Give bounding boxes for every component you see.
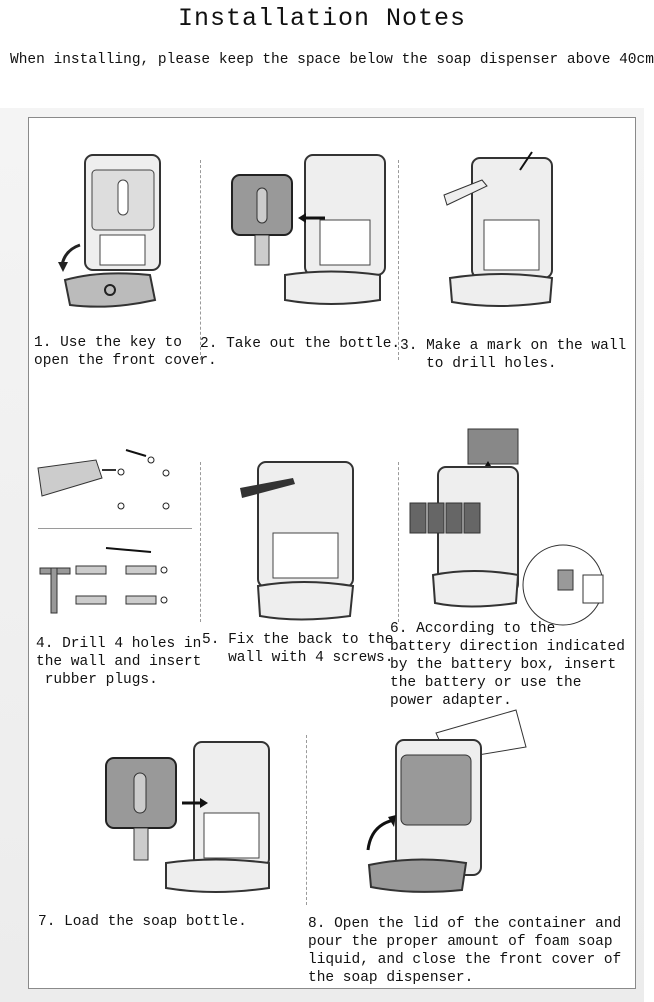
mark-wall-illustration: [443, 151, 554, 307]
remove-bottle-illustration: [231, 154, 386, 305]
divider: [200, 160, 201, 360]
open-cover-illustration: [58, 154, 161, 308]
close-cover-illustration: [366, 709, 527, 893]
drill-holes-illustration: [37, 449, 170, 614]
divider: [38, 528, 192, 529]
install-note: When installing, please keep the space b…: [10, 52, 654, 68]
divider: [306, 735, 307, 905]
battery-adapter-illustration: [409, 428, 604, 626]
divider: [398, 462, 399, 622]
step-4-text: 4. Drill 4 holes in the wall and insert …: [36, 636, 202, 688]
fix-screws-illustration: [240, 461, 355, 621]
step-1-text: 1. Use the key to open the front cover.: [34, 335, 217, 369]
step-7-text: 7. Load the soap bottle.: [38, 914, 247, 930]
step-5-text: 5. Fix the back to the wall with 4 screw…: [202, 632, 394, 666]
page-title: Installation Notes: [177, 4, 467, 33]
step-8-text: 8. Open the lid of the container and pou…: [308, 916, 622, 986]
step-2-text: 2. Take out the bottle.: [200, 336, 401, 352]
divider: [398, 160, 399, 360]
step-3-text: 3. Make a mark on the wall to drill hole…: [400, 338, 627, 372]
step-6-text: 6. According to the battery direction in…: [390, 621, 625, 709]
divider: [200, 462, 201, 622]
load-bottle-illustration: [105, 741, 270, 893]
